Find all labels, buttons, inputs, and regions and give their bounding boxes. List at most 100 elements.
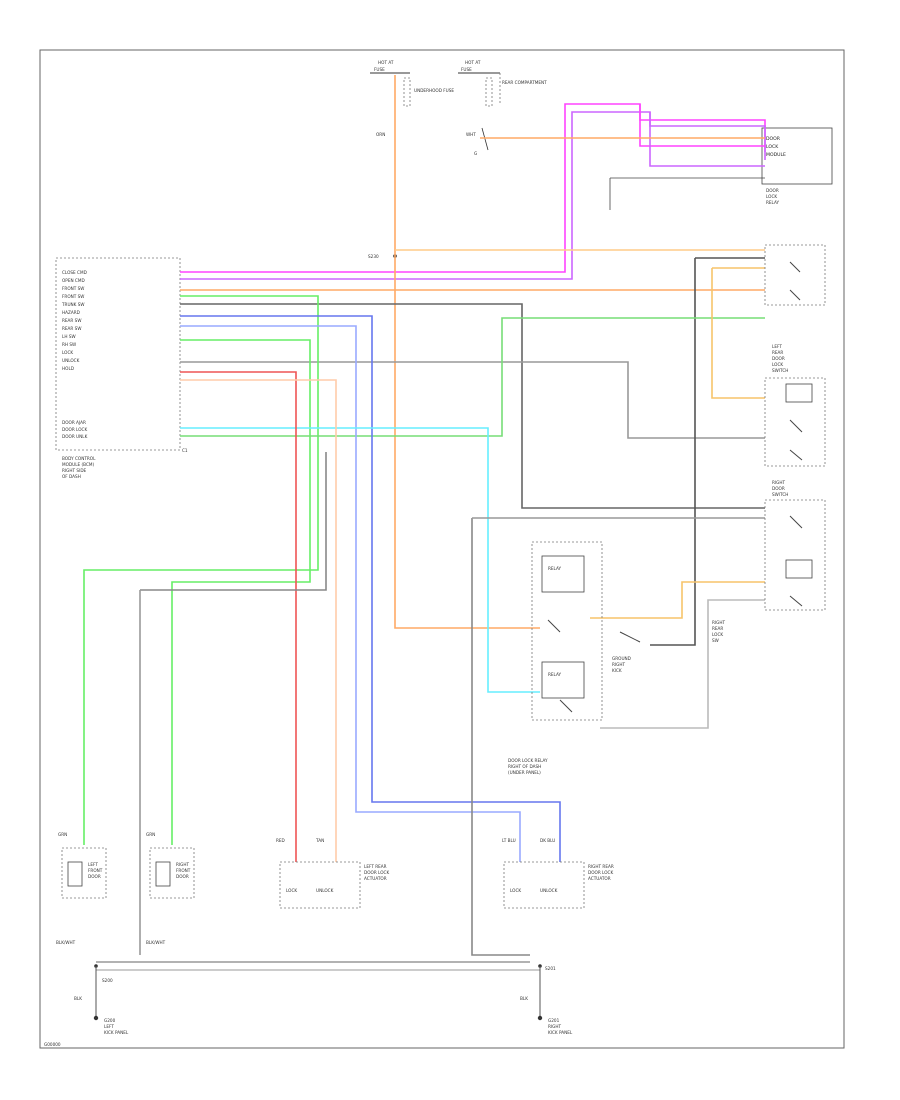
box-top-label: RELAY: [548, 566, 562, 571]
ground-g-top: G: [474, 151, 477, 156]
relay-label-2: LOCK: [766, 194, 777, 199]
box-bot-label: RELAY: [548, 672, 562, 677]
rcap-2: REAR: [772, 350, 783, 355]
bcm-pin-4: FRONT SW: [62, 294, 84, 299]
lf-label-2: FRONT: [88, 868, 103, 873]
wire-gray-right: [471, 518, 530, 956]
bcm-pin-1: CLOSE CMD: [62, 270, 87, 275]
rear-sw-3: SWITCH: [772, 492, 788, 497]
relay-label-3: RELAY: [766, 200, 780, 205]
bcm-pin-8: REAR SW: [62, 326, 81, 331]
wire-gray-4: [650, 258, 696, 646]
bcm-caption-3: RIGHT SIDE: [62, 468, 87, 473]
wire-tan-3: [590, 581, 765, 619]
splice-left: S200: [102, 978, 113, 983]
g-left-3: KICK PANEL: [104, 1030, 129, 1035]
gl-wire: BLK: [74, 996, 82, 1001]
g-right-1: G201: [548, 1018, 560, 1023]
g-left-2: LEFT: [104, 1024, 114, 1029]
rr-label-2: DOOR LOCK: [588, 870, 613, 875]
fuse-desc-a: UNDERHOOD FUSE: [414, 88, 454, 93]
rcap-4: LOCK: [772, 362, 783, 367]
bcm-pin-3: FRONT SW: [62, 286, 84, 291]
wire-ltgreen: [180, 317, 765, 437]
hot-a-label: HOT AT: [378, 60, 394, 65]
bcm-caption-2: MODULE (BCM): [62, 462, 94, 467]
module-top-label-3: MODULE: [766, 152, 786, 158]
wire-orange-feed: [394, 75, 540, 629]
bcm-caption-1: BODY CONTROL: [62, 456, 96, 461]
wire-gray-rel2: [600, 599, 765, 729]
lower-rt-1: RIGHT: [712, 620, 726, 625]
rf-wire-label: GRN: [146, 832, 155, 837]
bcm-pin2-3: DOOR UNLK: [62, 434, 88, 439]
bcm-pin2-2: DOOR LOCK: [62, 427, 87, 432]
lr-lock: LOCK: [286, 888, 297, 893]
rcap-5: SWITCH: [772, 368, 788, 373]
rf-label-3: DOOR: [176, 874, 189, 879]
lr-label-2: DOOR LOCK: [364, 870, 389, 875]
rr-label-3: ACTUATOR: [588, 876, 611, 881]
bcm-pin-12: UNLOCK: [62, 358, 80, 363]
lr-unlock: UNLOCK: [316, 888, 334, 893]
hot-a-fuse-label: FUSE: [374, 67, 385, 72]
diagram-code: G00000: [44, 1042, 61, 1047]
wire-tan-2: [711, 268, 765, 399]
bottom-grounds: BLK/WHT BLK/WHT S200 S201 BLK BLK G200 L…: [44, 940, 573, 1047]
lr-wire-tan: TAN: [315, 838, 324, 843]
module-top-label-1: DOOR: [766, 136, 781, 142]
ground-label-3: KICK: [612, 668, 622, 673]
bcm-pin2-1: DOOR AJAR: [62, 420, 86, 425]
bcm-pin-11: LOCK: [62, 350, 73, 355]
rr-unlock: UNLOCK: [540, 888, 558, 893]
lf-label-3: DOOR: [88, 874, 101, 879]
hot-b-fuse-label: FUSE: [461, 67, 472, 72]
relay-label-1: DOOR: [766, 188, 779, 193]
lower-rt-4: SW: [712, 638, 719, 643]
wire-violet-2: [649, 112, 765, 167]
splice-right: S201: [545, 966, 556, 971]
wire-ltblue: [180, 325, 521, 862]
ground-label-2: RIGHT: [612, 662, 626, 667]
lr-wire-red: RED: [276, 838, 285, 843]
lf-label-1: LEFT: [88, 862, 98, 867]
wire-gray-lower: [140, 452, 327, 591]
assembly-label-1: DOOR LOCK RELAY: [508, 758, 548, 763]
wire-red: [180, 371, 297, 862]
rr-label-1: RIGHT REAR: [588, 864, 614, 869]
assembly-label-2: RIGHT OF DASH: [508, 764, 541, 769]
rear-sw-2: DOOR: [772, 486, 785, 491]
wire-green-2: [171, 339, 311, 845]
g-right-2: RIGHT: [548, 1024, 562, 1029]
actuators: GRN LEFT FRONT DOOR GRN RIGHT FRONT DOOR…: [58, 832, 614, 909]
rr-wire-lblu: LT BLU: [502, 838, 516, 843]
bcm-pin-9: LH SW: [62, 334, 76, 339]
br-wire: BLK/WHT: [146, 940, 166, 945]
ground-label-1: GROUND: [612, 656, 631, 661]
g-right-3: KICK PANEL: [548, 1030, 573, 1035]
diagram-frame: [39, 49, 845, 1049]
assembly-label-3: (UNDER PANEL): [508, 770, 541, 775]
fuse-desc-b: REAR COMPARTMENT: [502, 80, 547, 85]
wire-harness: [83, 75, 766, 971]
rf-label-2: FRONT: [176, 868, 191, 873]
rr-lock: LOCK: [510, 888, 521, 893]
bcm-connector: C1: [182, 448, 188, 453]
g-left-1: G200: [104, 1018, 116, 1023]
ground-right-icon: [537, 1015, 543, 1021]
bl-wire: BLK/WHT: [56, 940, 76, 945]
rcap-3: DOOR: [772, 356, 785, 361]
bcm-caption-4: OF DASH: [62, 474, 81, 479]
hot-b-label: HOT AT: [465, 60, 481, 65]
lower-rt-2: REAR: [712, 626, 723, 631]
rf-label-1: RIGHT: [176, 862, 190, 867]
rear-sw-1: RIGHT: [772, 480, 786, 485]
lower-rt-3: LOCK: [712, 632, 723, 637]
bcm-pin-6: HAZARD: [62, 310, 80, 315]
wire-peach: [180, 379, 337, 862]
bcm-pin-13: HOLD: [62, 366, 74, 371]
wire-gray-1: [180, 303, 765, 509]
gr-wire: BLK: [520, 996, 528, 1001]
